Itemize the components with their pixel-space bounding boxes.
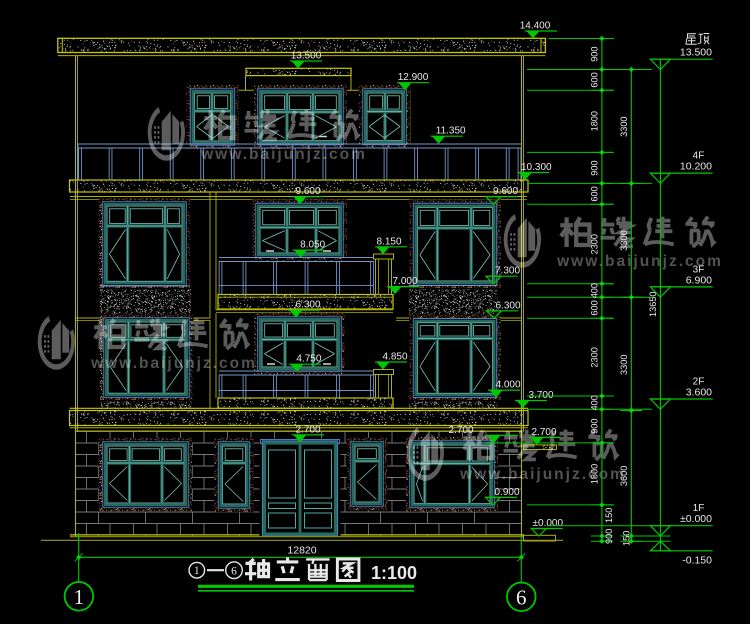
svg-text:4.750: 4.750 [296, 354, 321, 365]
svg-text:3300: 3300 [619, 355, 629, 375]
svg-text:400: 400 [589, 395, 599, 410]
svg-text:1800: 1800 [589, 464, 599, 484]
svg-text:7.000: 7.000 [392, 276, 417, 287]
svg-text:600: 600 [589, 300, 599, 315]
svg-text:13.500: 13.500 [680, 47, 712, 59]
svg-text:6.300: 6.300 [495, 300, 520, 311]
svg-text:±0.000: ±0.000 [533, 518, 564, 529]
svg-text:2.700: 2.700 [295, 424, 320, 435]
svg-text:4.850: 4.850 [382, 352, 407, 363]
svg-text:8.050: 8.050 [300, 240, 325, 251]
svg-text:400: 400 [589, 283, 599, 298]
svg-text:3300: 3300 [619, 230, 629, 250]
svg-text:4.000: 4.000 [495, 380, 520, 391]
svg-text:0.900: 0.900 [494, 487, 519, 498]
svg-text:10.300: 10.300 [521, 162, 552, 173]
svg-text:1: 1 [74, 585, 85, 609]
svg-text:6.900: 6.900 [686, 274, 712, 286]
svg-text:3300: 3300 [619, 116, 629, 136]
svg-text:150: 150 [604, 508, 614, 523]
svg-text:9.600: 9.600 [295, 186, 320, 197]
svg-text:-0.150: -0.150 [682, 555, 712, 567]
svg-text:12.900: 12.900 [398, 72, 429, 83]
svg-text:900: 900 [589, 160, 599, 175]
svg-text:6.300: 6.300 [295, 300, 320, 311]
svg-text:www.baijunjz.com: www.baijunjz.com [556, 253, 723, 270]
svg-text:13650: 13650 [648, 291, 658, 317]
svg-text:3.600: 3.600 [686, 387, 712, 399]
svg-text:150: 150 [621, 531, 631, 546]
svg-text:2300: 2300 [589, 347, 599, 367]
svg-text:6: 6 [516, 585, 527, 609]
svg-text:1:100: 1:100 [371, 563, 417, 583]
svg-text:900: 900 [604, 529, 614, 544]
svg-text:600: 600 [589, 186, 599, 201]
svg-text:600: 600 [589, 72, 599, 87]
svg-text:1800: 1800 [589, 111, 599, 131]
svg-text:2.700: 2.700 [448, 425, 473, 436]
svg-text:12820: 12820 [287, 545, 316, 557]
svg-text:11.350: 11.350 [436, 126, 466, 137]
svg-text:2F: 2F [693, 377, 705, 388]
svg-text:9.600: 9.600 [493, 186, 518, 197]
svg-text:3F: 3F [693, 264, 705, 275]
svg-text:1F: 1F [693, 503, 705, 514]
svg-text:900: 900 [589, 46, 599, 61]
svg-text:900: 900 [589, 418, 599, 433]
svg-text:6: 6 [231, 565, 237, 577]
svg-text:7.300: 7.300 [495, 266, 520, 277]
svg-text:3600: 3600 [619, 466, 629, 486]
svg-text:www.baijunjz.com: www.baijunjz.com [459, 466, 626, 483]
svg-text:www.baijunjz.com: www.baijunjz.com [90, 355, 257, 372]
svg-text:4F: 4F [693, 151, 705, 162]
svg-text:1: 1 [194, 565, 200, 577]
svg-text:10.200: 10.200 [680, 161, 712, 173]
svg-text:2300: 2300 [589, 234, 599, 254]
svg-text:8.150: 8.150 [376, 236, 401, 247]
svg-text:www.baijunjz.com: www.baijunjz.com [200, 146, 367, 163]
svg-text:2.700: 2.700 [531, 427, 556, 438]
svg-text:13.500: 13.500 [291, 51, 322, 62]
svg-text:±0.000: ±0.000 [680, 513, 712, 525]
svg-text:14.400: 14.400 [520, 21, 551, 32]
